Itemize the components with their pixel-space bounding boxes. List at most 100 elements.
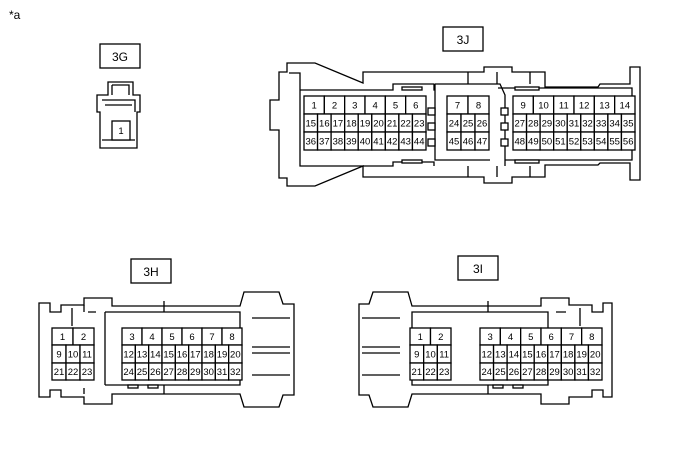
guide-square [500, 122, 509, 131]
pin-number: 50 [542, 137, 553, 148]
pin-cell [436, 362, 452, 381]
pin-number: 6 [549, 332, 554, 343]
pin-number: 20 [230, 350, 241, 361]
pin-number: 30 [203, 367, 214, 378]
pin-number: 25 [137, 367, 148, 378]
pin-cell [620, 131, 636, 151]
pin-number: 9 [56, 350, 61, 361]
pin-number: 21 [412, 367, 423, 378]
pin-cell [411, 131, 427, 151]
pin-number: 27 [514, 119, 525, 130]
pin-number: 23 [414, 119, 425, 130]
pin-number: 5 [169, 332, 174, 343]
pin-number: 28 [528, 119, 539, 130]
pin-cell [587, 362, 603, 381]
pin-number: 1 [312, 101, 317, 112]
pin-cell [228, 362, 243, 381]
pin-number: 35 [623, 119, 634, 130]
pin-number: 23 [439, 367, 450, 378]
pin-number: 16 [177, 350, 188, 361]
pin-number: 33 [596, 119, 607, 130]
pin-number: 47 [477, 137, 488, 148]
pin-number: 38 [333, 137, 344, 148]
pin-number: 19 [576, 350, 587, 361]
connector-label-3I: 3I [473, 262, 483, 276]
pin-number: 34 [609, 119, 620, 130]
pin-number: 13 [495, 350, 506, 361]
pin-number: 5 [528, 332, 533, 343]
pin-number: 27 [522, 367, 533, 378]
pin-number: 26 [150, 367, 161, 378]
pin-number: 23 [82, 367, 93, 378]
guide-square [500, 138, 509, 147]
pin-number: 13 [599, 101, 610, 112]
connector-label-3J: 3J [457, 33, 470, 47]
pin-number: 21 [387, 119, 398, 130]
guide-square [500, 107, 509, 116]
pin-number: 4 [373, 101, 378, 112]
pin-number: 26 [477, 119, 488, 130]
pin-number: 31 [569, 119, 580, 130]
pin-number: 55 [609, 137, 620, 148]
key-slot [514, 159, 540, 164]
key-slot [401, 159, 423, 164]
pin-number: 17 [333, 119, 344, 130]
pin-number: 22 [400, 119, 411, 130]
pin-number: 10 [538, 101, 549, 112]
pin-number: 12 [481, 350, 492, 361]
pin-number: 6 [189, 332, 194, 343]
pin-number: 2 [332, 101, 337, 112]
pin-number: 25 [463, 119, 474, 130]
pin-number: 31 [576, 367, 587, 378]
pin-number: 9 [521, 101, 526, 112]
pin-number: 5 [393, 101, 398, 112]
pin-number: 53 [582, 137, 593, 148]
pin-cell [111, 120, 131, 141]
pin-number: 24 [481, 367, 492, 378]
pin-number: 19 [360, 119, 371, 130]
pin-number: 1 [60, 332, 65, 343]
pin-number: 4 [508, 332, 513, 343]
pin-number: 20 [373, 119, 384, 130]
pin-cell [79, 362, 95, 381]
pin-number: 16 [319, 119, 330, 130]
pin-number: 37 [319, 137, 330, 148]
pin-number: 51 [555, 137, 566, 148]
connector-label-3G: 3G [112, 50, 128, 64]
pin-number: 2 [438, 332, 443, 343]
key-slot [492, 384, 504, 389]
pin-number: 24 [449, 119, 460, 130]
pin-number: 32 [590, 367, 601, 378]
pin-number: 9 [414, 350, 419, 361]
connector-label-3H: 3H [143, 265, 158, 279]
pin-number: 56 [623, 137, 634, 148]
pin-number: 15 [305, 119, 316, 130]
connector-label-box [457, 255, 499, 281]
pin-number: 15 [163, 350, 174, 361]
pin-number: 31 [217, 367, 228, 378]
pin-number: 7 [209, 332, 214, 343]
pin-number: 45 [449, 137, 460, 148]
pin-number: 3 [488, 332, 493, 343]
pin-number: 8 [589, 332, 594, 343]
pin-number: 36 [305, 137, 316, 148]
connector-label-box [99, 43, 141, 69]
pin-number: 3 [129, 332, 134, 343]
pin-number: 1 [118, 126, 123, 137]
pin-number: 28 [536, 367, 547, 378]
pin-number: 19 [217, 350, 228, 361]
pin-number: 2 [81, 332, 86, 343]
key-slot [127, 384, 139, 389]
key-slot [147, 384, 159, 389]
pin-number: 30 [555, 119, 566, 130]
pin-number: 16 [536, 350, 547, 361]
figure-label: *a [9, 8, 21, 22]
pin-number: 11 [559, 101, 569, 112]
pin-number: 20 [590, 350, 601, 361]
pin-number: 12 [123, 350, 134, 361]
pin-number: 14 [150, 350, 161, 361]
pin-number: 10 [425, 350, 436, 361]
pin-number: 54 [596, 137, 607, 148]
